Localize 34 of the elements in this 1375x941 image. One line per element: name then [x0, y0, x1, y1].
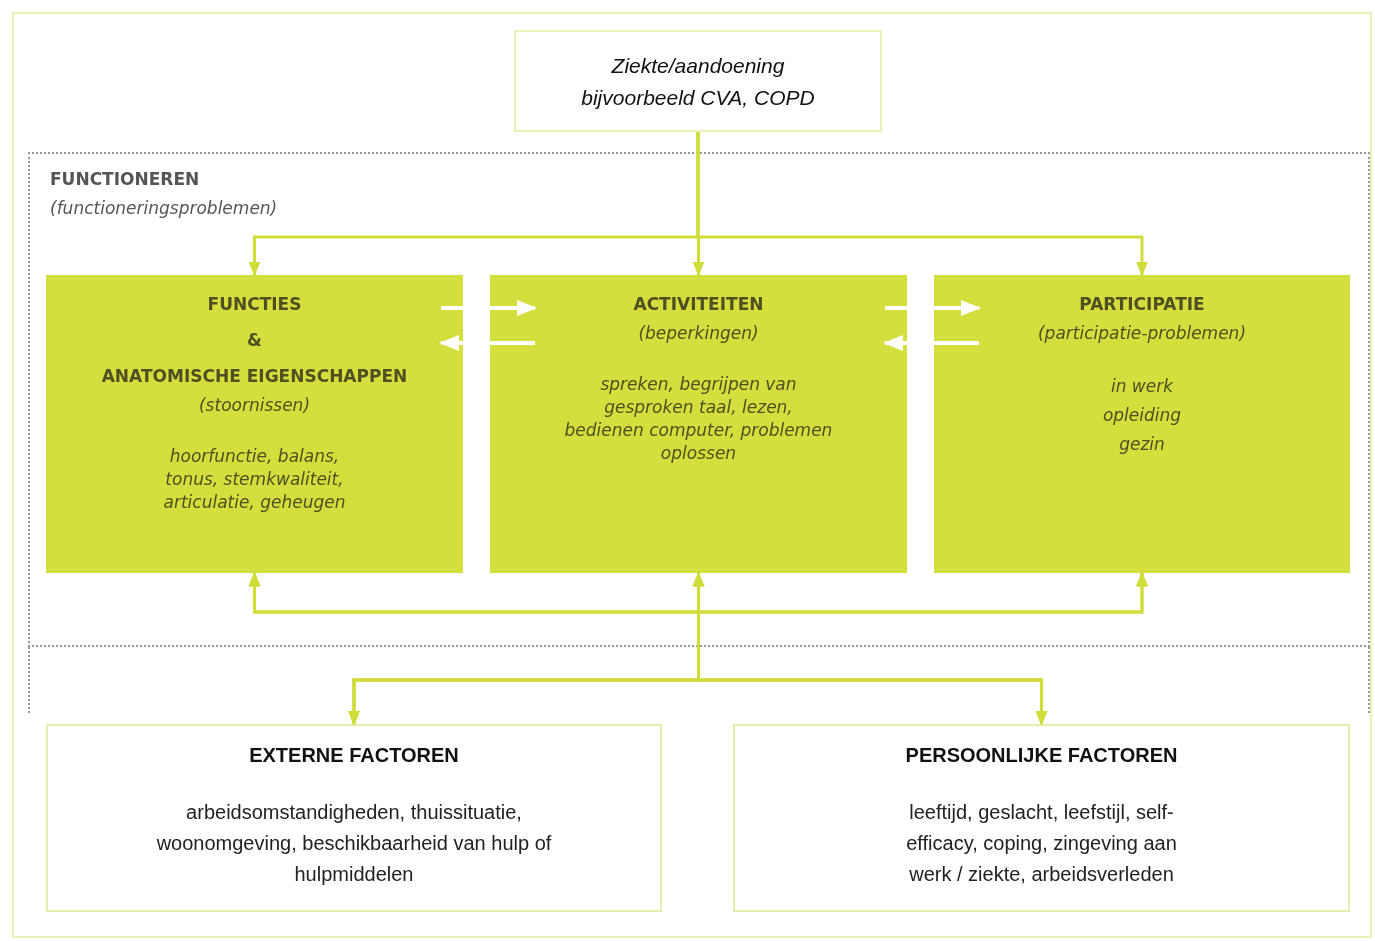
arrow [697, 571, 1148, 726]
arrow [883, 335, 979, 351]
box-text: gezin [1119, 432, 1165, 456]
factor-box [733, 724, 1350, 912]
arrow [441, 300, 537, 316]
box-text: FUNCTIES [207, 293, 302, 316]
box-text: ANATOMISCHE EIGENSCHAPPEN [101, 364, 408, 388]
region-text: FUNCTIONEREN [50, 168, 200, 191]
arrow [696, 132, 1148, 277]
arrow [885, 300, 981, 316]
box-text: PARTICIPATIE [1079, 293, 1205, 316]
region-text: (functioneringsproblemen) [50, 196, 278, 220]
box-text: Ziekte/aandoening [611, 53, 785, 79]
box-text: EXTERNE FACTOREN [249, 743, 459, 768]
category-box [46, 275, 463, 573]
box-text: hoorfunctie, balans, tonus, stemkwaliteit, articulatie, geheugen [162, 444, 347, 514]
disease-box [514, 30, 882, 132]
box-text: PERSOONLIJKE FACTOREN [905, 743, 1178, 768]
box-text: & [247, 328, 262, 352]
box-text: leeftijd, geslacht, leefstijl, self-efficacy, coping, zingeving aan werk / ziekte, arbeidsverleden [905, 800, 1178, 887]
box-text: (participatie-problemen) [1037, 321, 1247, 345]
box-text: (beperkingen) [638, 321, 759, 345]
box-text: ACTIVITEITEN [633, 293, 764, 316]
category-box [490, 275, 907, 573]
arrow [439, 335, 535, 351]
box-text: spreken, begrijpen van gesproken taal, lezen, bedienen computer, problemen oplossen [563, 372, 834, 465]
box-text: in werk [1110, 374, 1174, 398]
box-text: bijvoorbeeld CVA, COPD [581, 85, 815, 112]
box-text: (stoornissen) [199, 393, 310, 417]
functioning-region [28, 152, 1370, 647]
box-text: opleiding [1102, 403, 1182, 427]
box-text: arbeidsomstandigheden, thuissituatie, woonomgeving, beschikbaarheid van hulp of hulpmiddelen [155, 800, 553, 887]
category-box [934, 275, 1350, 573]
factor-box [46, 724, 662, 912]
